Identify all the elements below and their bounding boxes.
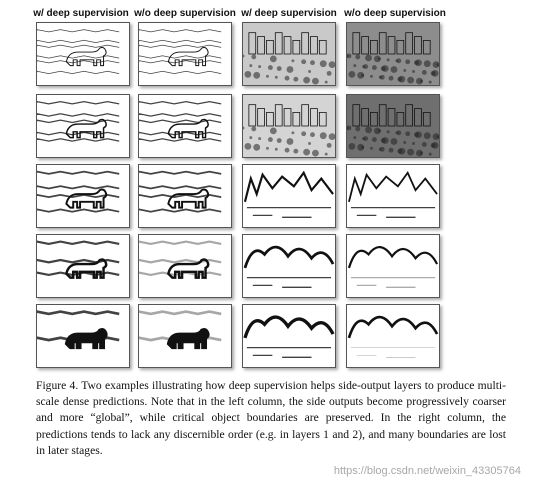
watermark: https://blog.csdn.net/weixin_43305764 (333, 465, 521, 477)
edge-map-image (37, 170, 120, 213)
column-headers: w/ deep supervision w/o deep supervision… (30, 8, 450, 22)
column-header-2: w/o deep supervision (134, 8, 236, 19)
thumbnail-r2-c3 (242, 94, 336, 158)
edge-map-grid (36, 22, 446, 368)
thumbnail-r5-c1 (36, 304, 130, 368)
thumbnail-r5-c4 (346, 304, 440, 368)
edge-map-image (37, 310, 120, 350)
thumbnail-r3-c4 (346, 164, 440, 228)
thumbnail-r5-c3 (242, 304, 336, 368)
thumbnail-r1-c4 (346, 22, 440, 86)
edge-map-image (243, 245, 335, 288)
edge-map-image (139, 240, 222, 279)
figure-caption: Figure 4. Two examples illustrating how … (36, 378, 506, 459)
thumbnail-r2-c4 (346, 94, 440, 158)
edge-map-image (37, 240, 120, 279)
edge-map-image (243, 95, 335, 157)
thumbnail-r4-c4 (346, 234, 440, 298)
thumbnail-r3-c1 (36, 164, 130, 228)
edge-map-image (243, 170, 334, 218)
thumbnail-r4-c3 (242, 234, 336, 298)
edge-map-image (347, 315, 439, 358)
column-header-4: w/o deep supervision (344, 8, 446, 19)
edge-map-image (347, 23, 439, 85)
thumbnail-r3-c2 (138, 164, 232, 228)
edge-map-image (139, 170, 222, 213)
edge-map-image (37, 100, 120, 142)
edge-map-image (243, 23, 335, 85)
figure-label: Figure 4. (36, 379, 79, 392)
edge-map-image (348, 170, 438, 218)
thumbnail-r2-c2 (138, 94, 232, 158)
edge-map-image (243, 315, 335, 358)
edge-map-image (139, 100, 222, 142)
caption-text: Two examples illustrating how deep super… (36, 379, 506, 457)
thumbnail-r3-c3 (242, 164, 336, 228)
edge-map-image (347, 246, 439, 288)
thumbnail-r1-c2 (138, 22, 232, 86)
thumbnail-r4-c1 (36, 234, 130, 298)
thumbnail-r1-c3 (242, 22, 336, 86)
thumbnail-r2-c1 (36, 94, 130, 158)
thumbnail-r4-c2 (138, 234, 232, 298)
edge-map-image (139, 29, 222, 74)
column-header-1: w/ deep supervision (33, 8, 129, 19)
thumbnail-r5-c2 (138, 304, 232, 368)
edge-map-image (139, 310, 222, 350)
column-header-3: w/ deep supervision (241, 8, 337, 19)
edge-map-image (37, 29, 120, 74)
edge-map-image (347, 95, 439, 157)
thumbnail-r1-c1 (36, 22, 130, 86)
